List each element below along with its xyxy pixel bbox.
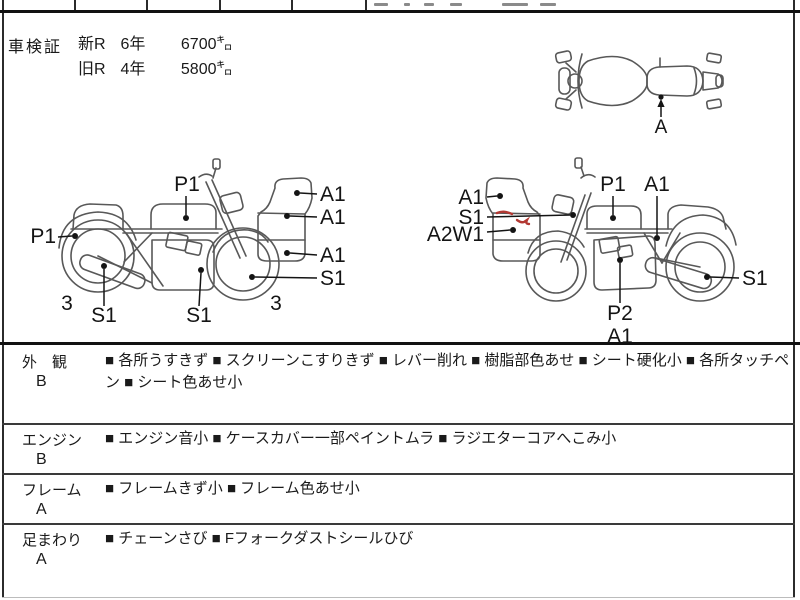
section-thick-rule <box>0 342 800 345</box>
top-thick-rule <box>0 10 800 13</box>
section-label: 足まわり <box>22 532 83 549</box>
section-defects: ■ エンジン音小 ■ ケースカバー一部ペイントムラ ■ ラジエターコアへこみ小 <box>105 430 617 447</box>
row-rule <box>2 423 795 425</box>
marker-dot <box>654 235 660 241</box>
section-defects: ■ チェーンさび ■ Fフォークダストシールひび <box>105 530 414 547</box>
row-rule <box>2 473 795 475</box>
row-rule <box>2 523 795 525</box>
inspection-row-exterior: 外 観 B ■ 各所うすきず ■ スクリーンこすりきず ■ レバー削れ ■ 樹脂… <box>0 345 800 423</box>
label-tread-depth-front: 3 <box>270 292 282 315</box>
sheet-border-left <box>2 0 4 598</box>
marker-dot <box>610 215 616 221</box>
label-s1-rear-wheel: S1 <box>742 267 768 290</box>
marker-dot <box>510 227 516 233</box>
table-divider <box>291 0 293 10</box>
cutoff-text-fragment <box>424 3 434 6</box>
top-view-annotation: A <box>655 94 668 138</box>
label-p1-rear-fender: P1 <box>30 225 56 248</box>
marker-dot <box>497 193 503 199</box>
label-a1-upper-cowl: A1 <box>320 206 346 229</box>
label-s1-front-wheel: S1 <box>320 267 346 290</box>
shaken-row-old: 旧R 4年 5800㌔ <box>78 57 233 82</box>
section-defects: ■ フレームきず小 ■ フレーム色あせ小 <box>105 480 360 497</box>
shaken-years: 6年 <box>120 36 146 53</box>
label-s1-exhaust: S1 <box>91 304 117 327</box>
label-tread-depth-rear: 3 <box>61 292 73 315</box>
cutoff-text-fragment <box>540 3 556 6</box>
section-grade: B <box>36 373 47 390</box>
marker-dot <box>101 263 107 269</box>
right-motorcycle-drawing <box>485 157 737 302</box>
cutoff-text-fragment <box>374 3 388 6</box>
label-a1-screen: A1 <box>320 183 346 206</box>
bottom-rule <box>2 597 795 598</box>
shaken-distance: 5800㌔ <box>180 61 233 78</box>
red-scribble-mark <box>515 216 531 226</box>
top-view-motorcycle-drawing <box>554 50 724 111</box>
marker-dot <box>249 274 255 280</box>
section-label: フレーム <box>22 482 82 499</box>
shaken-title: 車検証 <box>8 39 63 56</box>
section-label: エンジン <box>22 432 83 449</box>
marker-dot <box>72 233 78 239</box>
shaken-distance: 6700㌔ <box>180 36 233 53</box>
label-a1-side: A1 <box>644 173 670 196</box>
table-divider <box>146 0 148 10</box>
marker-dot <box>294 190 300 196</box>
section-label: 外 観 <box>22 354 68 371</box>
marker-dot <box>658 94 664 100</box>
sheet-border-right <box>793 0 795 598</box>
inspection-row-undercarriage: 足まわり A ■ チェーンさび ■ Fフォークダストシールひび <box>0 523 800 597</box>
label-a1-lower-cowl: A1 <box>320 244 346 267</box>
section-grade: A <box>36 551 47 568</box>
label-s1-fork: S1 <box>458 206 484 229</box>
shaken-era: 新R <box>78 36 106 53</box>
cutoff-text-fragment <box>404 3 410 6</box>
label-p1-seat: P1 <box>174 173 200 196</box>
shaken-row-new: 新R 6年 6700㌔ <box>78 32 233 57</box>
cutoff-text-fragment <box>450 3 462 6</box>
inspection-row-frame: フレーム A ■ フレームきず小 ■ フレーム色あせ小 <box>0 473 800 523</box>
right-motorcycle-annotations: A1 S1 A2W1 P1 A1 P2 A1 S1 <box>427 173 768 348</box>
label-a-top-view: A <box>655 117 668 138</box>
cutoff-text-fragment <box>502 3 528 6</box>
label-p1-tank: P1 <box>600 173 626 196</box>
section-defects: ■ 各所うすきず ■ スクリーンこすりきず ■ レバー削れ ■ 樹脂部色あせ ■… <box>105 352 790 391</box>
marker-dot <box>183 215 189 221</box>
table-divider <box>219 0 221 10</box>
table-divider <box>74 0 76 10</box>
shaken-era: 旧R <box>78 61 106 78</box>
label-p2-engine: P2 <box>607 302 633 325</box>
label-a1-screen: A1 <box>458 186 484 209</box>
left-motorcycle-drawing <box>58 158 313 301</box>
left-motorcycle-annotations: P1 P1 A1 A1 A1 S1 S1 S1 3 3 <box>30 173 345 327</box>
marker-dot <box>198 267 204 273</box>
marker-dot <box>617 257 623 263</box>
shaken-years: 4年 <box>120 61 146 78</box>
marker-dot <box>704 274 710 280</box>
label-a1-engine: A1 <box>607 325 633 348</box>
red-scribble-mark <box>495 210 514 216</box>
label-a2w1-cowl: A2W1 <box>427 223 484 246</box>
shaken-info: 新R 6年 6700㌔ 旧R 4年 5800㌔ <box>78 32 233 82</box>
section-grade: A <box>36 501 47 518</box>
marker-dot <box>570 212 576 218</box>
section-grade: B <box>36 451 47 468</box>
table-divider <box>365 0 367 10</box>
marker-dot <box>284 250 290 256</box>
inspection-row-engine: エンジン B ■ エンジン音小 ■ ケースカバー一部ペイントムラ ■ ラジエター… <box>0 423 800 473</box>
arrow-up-icon <box>657 99 665 107</box>
marker-dot <box>284 213 290 219</box>
label-s1-lower-frame: S1 <box>186 304 212 327</box>
